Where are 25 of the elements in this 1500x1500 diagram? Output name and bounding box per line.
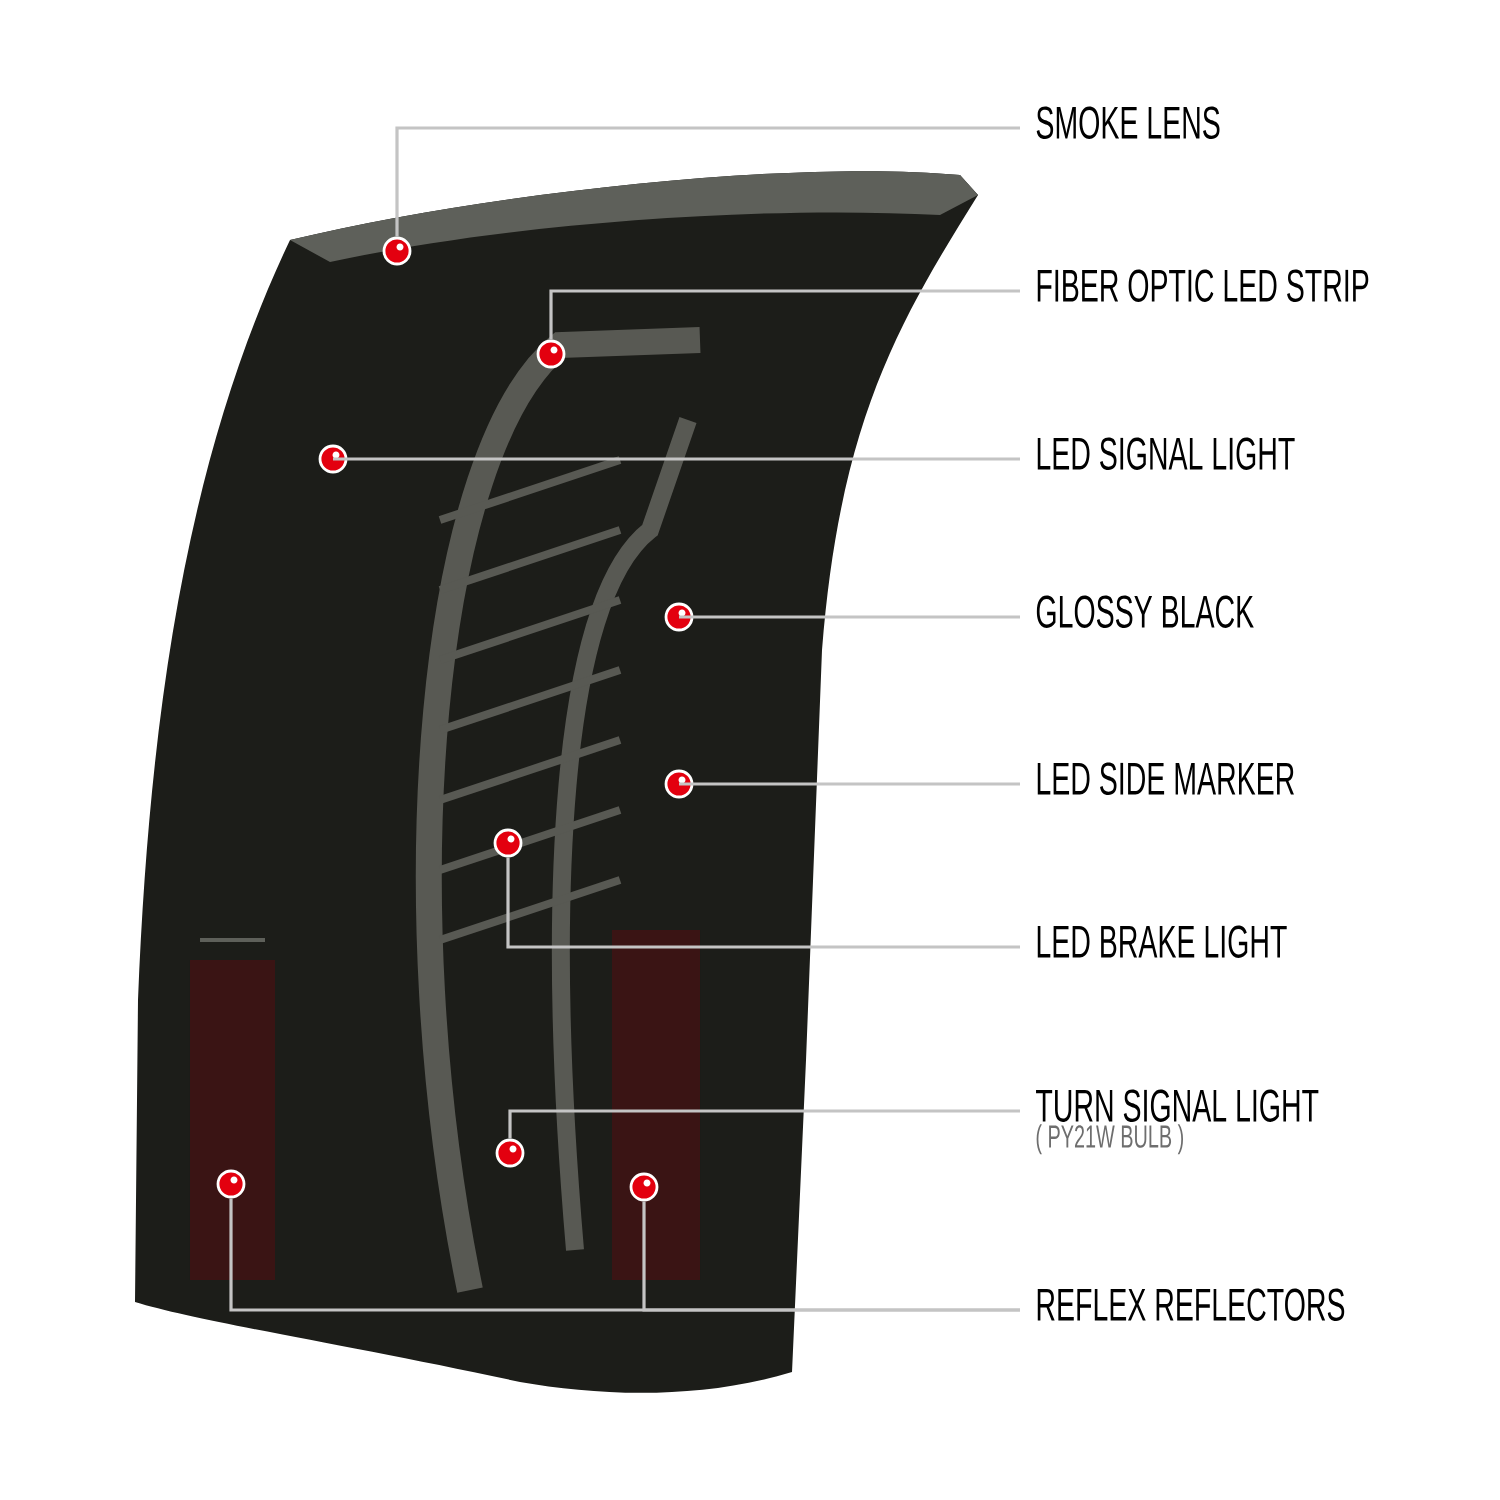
marker-dot [216,1169,246,1199]
leader-line [333,457,1020,461]
marker-dot [493,828,523,858]
callout-label: LED BRAKE LIGHT [1037,925,1287,958]
marker-dot [664,602,694,632]
marker-dot [382,236,412,266]
leader-line [395,126,1020,237]
leader-line [506,857,1020,949]
callout-label: REFLEX REFLECTORS [1037,1288,1345,1321]
marker-dot [664,769,694,799]
callout-label: LED SIDE MARKER [1037,762,1294,795]
callout-label: SMOKE LENS [1036,106,1220,139]
callout-label: GLOSSY BLACK [1036,595,1254,628]
marker-dot [318,444,348,474]
marker-dot [536,339,566,369]
leader-line [508,1109,1020,1139]
callout-label: FIBER OPTIC LED STRIP [1037,269,1369,302]
marker-dot [629,1172,659,1202]
leader-line [549,289,1020,340]
leader-line [679,782,1020,786]
callout-label: TURN SIGNAL LIGHT ( PY21W BULB ) [1036,1089,1319,1155]
leader-line [679,615,1020,619]
marker-dot [495,1138,525,1168]
callout-label: LED SIGNAL LIGHT [1037,437,1295,470]
leader-line [642,1201,1020,1312]
